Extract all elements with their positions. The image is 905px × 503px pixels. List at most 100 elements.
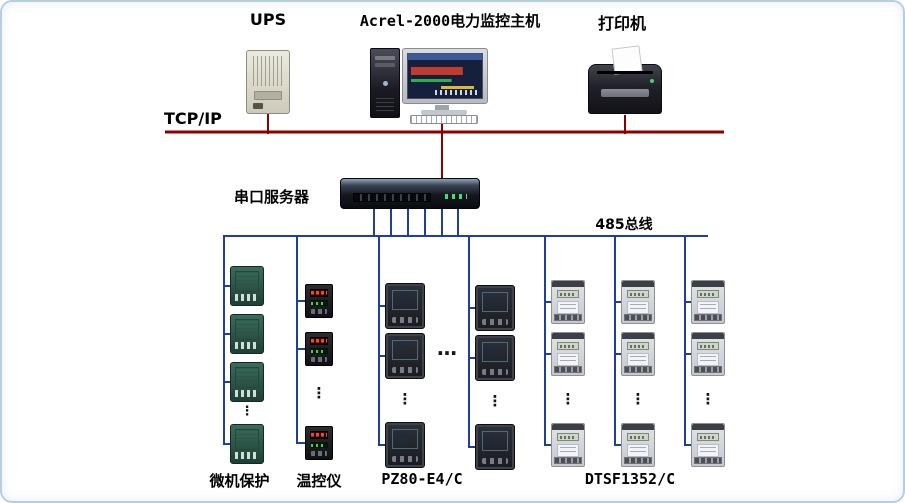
printer-slot [597, 71, 653, 74]
dtsf-nameplate [627, 444, 649, 457]
dtsf-lcd [557, 342, 579, 350]
temp-buttons [311, 451, 327, 456]
dtsf-top-cover [692, 424, 724, 430]
protection-relay-screen [235, 367, 259, 388]
ups-foot [253, 103, 263, 109]
dtsf-top-cover [622, 281, 654, 287]
tcpip-label: TCP/IP [164, 109, 222, 128]
temp-column-label: 温控仪 [296, 472, 342, 490]
protection-relay-screen [235, 429, 259, 450]
tcpip-bus-lines [165, 114, 724, 179]
dtsf-terminals [624, 366, 652, 373]
host-tower-vents [376, 98, 394, 112]
temp-red-display [310, 289, 328, 297]
dtsf-nameplate [557, 444, 579, 457]
pz80-buttons [482, 319, 508, 325]
dtsf-top-cover [552, 281, 584, 287]
printer-tray [601, 89, 649, 97]
pz80-meter-b3 [475, 424, 515, 470]
dtsf-nameplate [627, 301, 649, 314]
dtsf-terminals [554, 366, 582, 373]
protection-relay-buttons [235, 452, 259, 459]
serial-server-leds [445, 194, 467, 199]
dtsf-meter-c2 [691, 332, 725, 376]
temp-red-display [310, 431, 328, 439]
ups-vents [253, 56, 283, 86]
pz80-lcd [482, 431, 508, 451]
pz80-lcd [392, 290, 418, 310]
dtsf-lcd [697, 342, 719, 350]
protection-relay-screen [235, 271, 259, 292]
dtsf-lcd [627, 433, 649, 441]
temp-green-display [310, 348, 328, 354]
printer-device [588, 45, 662, 114]
dtsf-terminals [694, 366, 722, 373]
rs485-bus-lines [223, 209, 708, 448]
dtsf-top-cover [622, 333, 654, 339]
dtsf-top-cover [692, 333, 724, 339]
dtsf-lcd [697, 433, 719, 441]
monitor-base [421, 110, 467, 115]
temp-red-display [310, 337, 328, 345]
pz80-buttons [392, 317, 418, 323]
dtsf-meter-c3 [691, 423, 725, 467]
dtsf-c-ellipsis: ⋮ [700, 390, 716, 408]
dtsf-top-cover [692, 281, 724, 287]
protection-relay-4 [230, 424, 264, 464]
protection-column-label: 微机保护 [209, 472, 270, 490]
host-keyboard [410, 115, 478, 124]
pz80-lcd [482, 342, 508, 362]
protection-ellipsis: ⋮ [240, 404, 254, 419]
temp-buttons [311, 309, 327, 314]
pz80-buttons [392, 456, 418, 462]
host-monitor-screen [407, 53, 483, 99]
dtsf-terminals [624, 457, 652, 464]
serial-server-device [340, 178, 480, 209]
host-tower-power-button [383, 81, 388, 86]
dtsf-lcd [627, 342, 649, 350]
dtsf-nameplate [697, 301, 719, 314]
protection-relay-screen [235, 319, 259, 340]
printer-power-led [650, 79, 654, 83]
ups-device [246, 50, 290, 114]
pz80-lcd [482, 292, 508, 312]
host-label: Acrel-2000电力监控主机 [359, 12, 541, 30]
dtsf-top-cover [552, 333, 584, 339]
dtsf-meter-a1 [551, 280, 585, 324]
pz80-a-ellipsis: ⋮ [397, 390, 413, 408]
host-monitor [402, 48, 488, 104]
dtsf-nameplate [557, 353, 579, 366]
printer-label: 打印机 [597, 14, 646, 33]
dtsf-lcd [557, 433, 579, 441]
dtsf-column-label: DTSF1352/C [584, 470, 676, 488]
protection-relay-1 [230, 266, 264, 306]
dtsf-meter-a3 [551, 423, 585, 467]
ups-label: UPS [249, 10, 287, 29]
temp-controller-2 [305, 332, 333, 366]
dtsf-meter-c1 [691, 280, 725, 324]
temp-ellipsis: ⋮ [311, 384, 327, 402]
pz80-meter-a1 [385, 283, 425, 329]
pz80-buttons [482, 458, 508, 464]
dtsf-lcd [697, 290, 719, 298]
dtsf-nameplate [627, 353, 649, 366]
dtsf-meter-b2 [621, 332, 655, 376]
dtsf-nameplate [557, 301, 579, 314]
pz80-meter-a2 [385, 333, 425, 379]
protection-relay-buttons [235, 294, 259, 301]
dtsf-terminals [694, 457, 722, 464]
protection-relay-3 [230, 362, 264, 402]
serial-server-ports [353, 193, 431, 202]
dtsf-lcd [557, 290, 579, 298]
monitor-stand [435, 105, 449, 111]
dtsf-terminals [624, 314, 652, 321]
temp-green-display [310, 300, 328, 306]
host-tower [370, 48, 400, 118]
host-tower-drive-bay [375, 56, 395, 60]
dtsf-nameplate [697, 353, 719, 366]
dtsf-lcd [627, 290, 649, 298]
protection-relay-buttons [235, 390, 259, 397]
pz80-lcd [392, 340, 418, 360]
pz80-meter-b2 [475, 335, 515, 381]
